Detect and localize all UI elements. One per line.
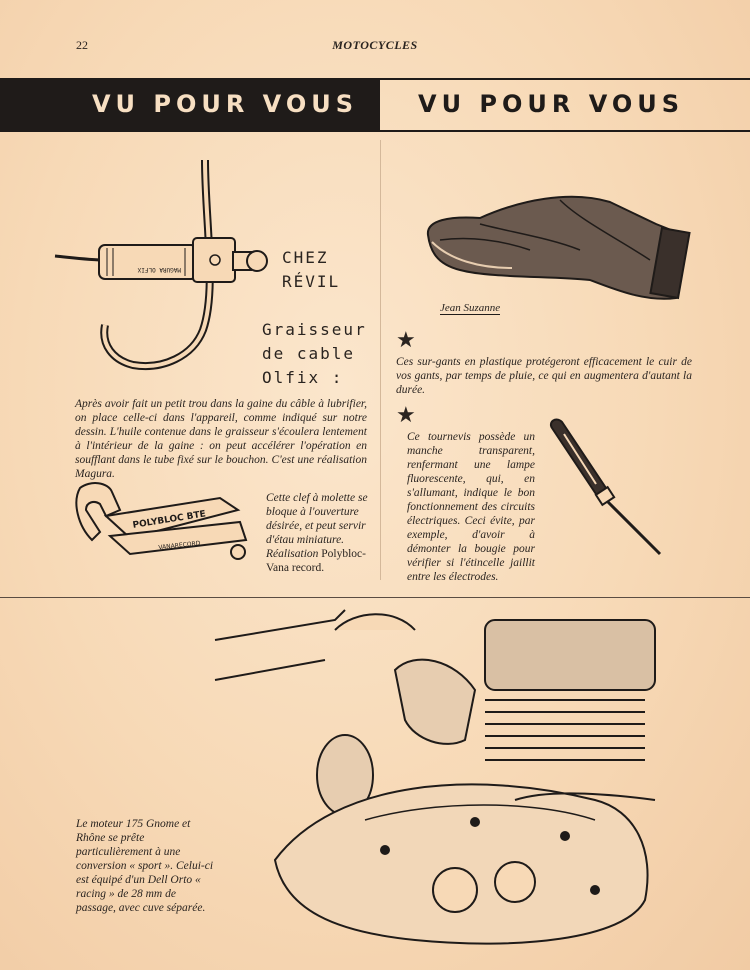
banner-right-text: VU POUR VOUS: [418, 90, 685, 118]
section-banner-left: VU POUR VOUS: [0, 78, 380, 132]
star-icon: ★: [396, 328, 416, 353]
glove-illustration: [426, 195, 691, 300]
running-title: MOTOCYCLES: [332, 38, 418, 52]
cable-oiler-illustration: MAGURA OLFIX: [54, 159, 268, 370]
engine-description: Le moteur 175 Gnome et Rhône se prête pa…: [76, 818, 214, 914]
glove-description: Ces sur-gants en plastique protégeront e…: [396, 356, 692, 396]
oiler-description: Après avoir fait un petit trou dans la g…: [75, 398, 367, 480]
screwdriver-description: Ce tournevis possède un manche transpare…: [407, 431, 535, 583]
screwdriver-illustration: [550, 418, 662, 556]
product-title: Graisseur de cable Olfix :: [262, 320, 367, 387]
engine-illustration: [214, 609, 656, 945]
wrench-description: Cette clef à molette se bloque à l'ouver…: [266, 492, 368, 574]
wrench-handle-engraving: VANARECORD: [158, 540, 201, 551]
artist-signature: Jean Suzanne: [440, 302, 501, 315]
shop-name: CHEZ RÉVIL: [282, 248, 341, 291]
page-number: 22: [76, 38, 88, 52]
wrench-illustration: POLYBLOC BTE VANARECORD: [75, 482, 248, 560]
svg-text:MAGURA OLFIX: MAGURA OLFIX: [137, 266, 181, 273]
star-icon: ★: [396, 403, 416, 428]
banner-left-text: VU POUR VOUS: [91, 90, 358, 118]
section-divider: [0, 597, 750, 598]
column-divider: [380, 140, 381, 580]
section-banner-right: VU POUR VOUS: [380, 78, 750, 132]
